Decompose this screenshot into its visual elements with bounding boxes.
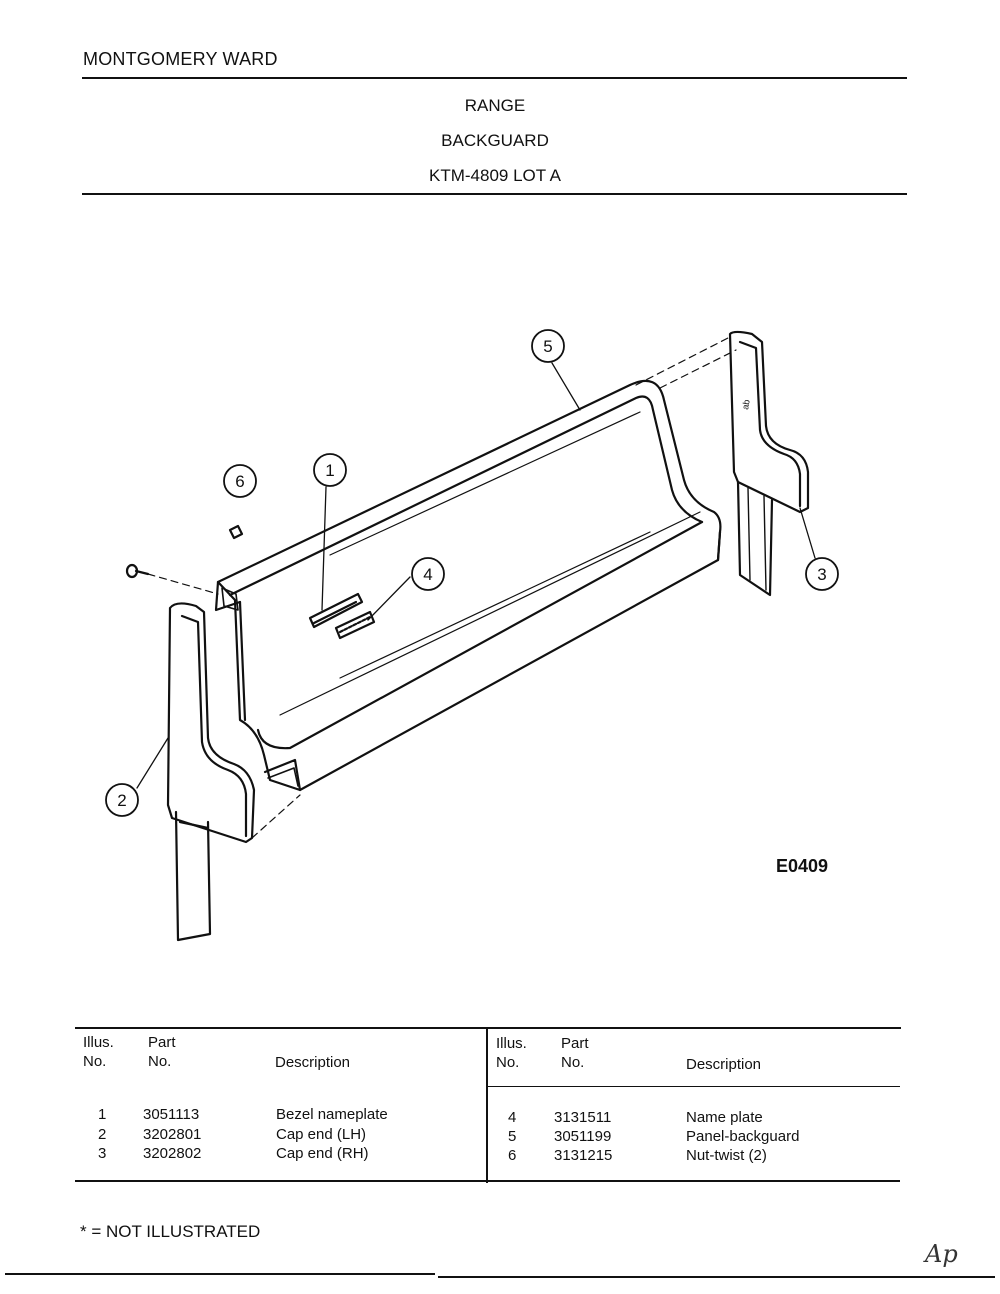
table-rule-bottom <box>75 1180 900 1182</box>
table-divider <box>486 1027 488 1183</box>
row-part: 3202802 <box>143 1145 202 1162</box>
bezel-nameplate-drawing <box>308 592 364 629</box>
row-part: 3131215 <box>554 1147 613 1164</box>
row-part: 3051199 <box>554 1128 612 1145</box>
row-illus: 5 <box>508 1128 517 1145</box>
cap-end-rh-drawing: ab <box>728 330 810 597</box>
row-description: Bezel nameplate <box>276 1106 388 1123</box>
callout-5: 5 <box>543 337 552 356</box>
header-part: Part No. <box>148 1034 176 1070</box>
callout-2: 2 <box>117 791 126 810</box>
panel-backguard-drawing <box>214 379 722 792</box>
nut-twist-drawing <box>228 524 244 540</box>
figure-code: E0409 <box>776 856 829 876</box>
backguard-diagram-svg: ab <box>105 329 839 942</box>
table-rule-top <box>75 1027 901 1029</box>
header-illus-right: Illus. No. <box>496 1035 527 1071</box>
cap-end-lh-drawing <box>166 602 256 942</box>
row-illus: 3 <box>98 1145 107 1162</box>
row-illus: 2 <box>98 1126 107 1143</box>
callout-4: 4 <box>423 565 432 584</box>
footer-rule-left <box>5 1273 435 1275</box>
not-illustrated-note: * = NOT ILLUSTRATED <box>80 1222 261 1241</box>
row-description: Cap end (LH) <box>276 1126 367 1143</box>
name-plate-drawing <box>334 610 376 640</box>
callout-3: 3 <box>817 565 826 584</box>
row-description: Panel-backguard <box>686 1128 800 1145</box>
title-product: RANGE <box>464 96 526 115</box>
row-illus: 4 <box>508 1109 517 1126</box>
header-illus: Illus. No. <box>83 1034 114 1070</box>
row-illus: 6 <box>508 1147 517 1164</box>
title-model: KTM-4809 LOT A <box>429 166 561 185</box>
row-part: 3131511 <box>554 1109 612 1126</box>
screw-drawing <box>125 563 150 579</box>
row-part: 3202801 <box>143 1126 202 1143</box>
row-description: Name plate <box>686 1109 763 1126</box>
callout-6: 6 <box>235 472 244 491</box>
brand-name: MONTGOMERY WARD <box>83 49 278 69</box>
row-description: Nut-twist (2) <box>686 1147 767 1164</box>
footer-rule-right <box>438 1276 995 1278</box>
callout-1: 1 <box>325 461 334 480</box>
header-rule-top <box>82 77 907 79</box>
handwritten-initials: Ap <box>925 1240 958 1268</box>
header-part-right: Part No. <box>561 1035 589 1071</box>
table-rule-header-right <box>488 1086 900 1087</box>
exploded-parts-diagram: ab <box>0 250 1000 970</box>
row-part: 3051113 <box>143 1106 200 1123</box>
header-description-right: Description <box>686 1056 762 1073</box>
row-illus: 1 <box>98 1106 107 1123</box>
svg-text:ab: ab <box>740 399 752 411</box>
title-section: BACKGUARD <box>441 131 549 150</box>
header-rule-bottom <box>82 193 907 195</box>
header-description: Description <box>275 1054 351 1071</box>
row-description: Cap end (RH) <box>276 1145 369 1162</box>
